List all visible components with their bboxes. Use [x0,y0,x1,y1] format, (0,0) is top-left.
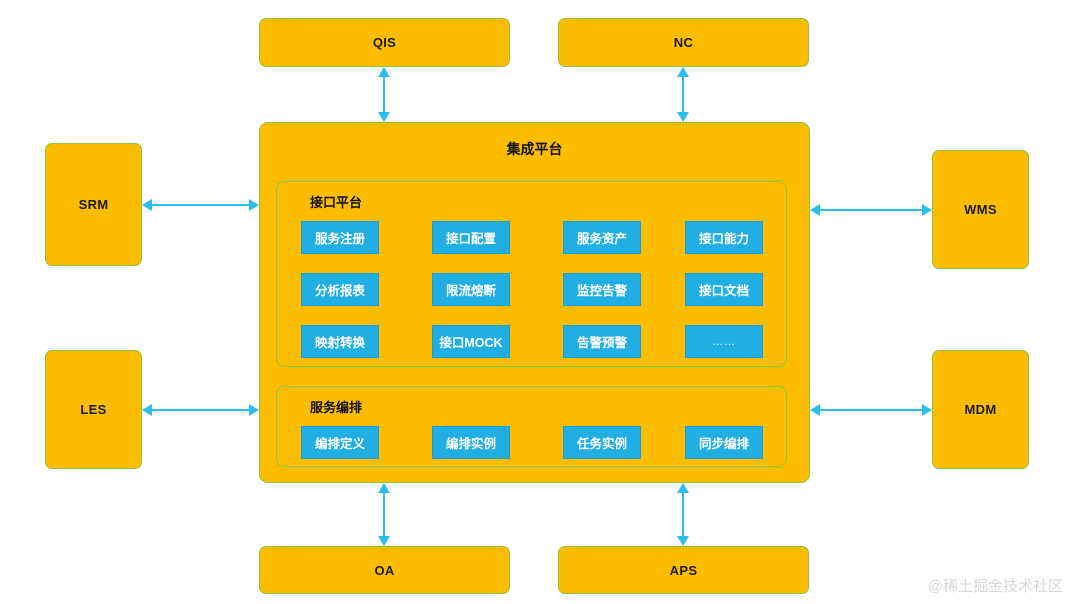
arrow-head-down [378,536,390,546]
system-box-aps[interactable]: APS [558,546,809,594]
arrow-line [818,409,924,411]
system-box-oa-label: OA [374,562,395,578]
arrow-platform-aps [673,483,693,546]
arrow-head-up [677,67,689,77]
arrow-line [818,209,924,211]
arrow-platform-mdm [810,400,932,420]
arrow-head-down [378,112,390,122]
arrow-les-platform [142,400,259,420]
capability-cell-analysis-report[interactable]: 分析报表 [301,273,379,306]
capability-cell-interface-doc[interactable]: 接口文档 [685,273,763,306]
integration-platform: 集成平台 接口平台 服务注册 接口配置 服务资产 接口能力 分析报表 限流熔断 … [259,122,810,483]
arrow-head-left [142,404,152,416]
system-box-qis[interactable]: QIS [259,18,510,67]
arrow-head-down [677,112,689,122]
arrow-head-left [810,204,820,216]
system-box-srm-label: SRM [78,197,109,212]
system-box-aps-label: APS [669,562,698,578]
capability-cell-more[interactable]: …… [685,325,763,358]
system-box-oa[interactable]: OA [259,546,510,594]
capability-cell-alarm-warning[interactable]: 告警预警 [563,325,641,358]
capability-cell-mapping-transform[interactable]: 映射转换 [301,325,379,358]
system-box-nc[interactable]: NC [558,18,809,67]
arrow-head-left [810,404,820,416]
arrow-head-left [142,199,152,211]
arrow-platform-oa [374,483,394,546]
arrow-line [383,75,385,114]
panel-interface-platform: 接口平台 服务注册 接口配置 服务资产 接口能力 分析报表 限流熔断 监控告警 … [276,181,787,367]
system-box-les-label: LES [80,402,107,417]
arrow-head-right [249,404,259,416]
system-box-srm[interactable]: SRM [45,143,142,266]
capability-cell-service-assets[interactable]: 服务资产 [563,221,641,254]
capability-cell-interface-mock[interactable]: 接口MOCK [432,325,510,358]
arrow-platform-wms [810,200,932,220]
arrow-line [383,491,385,538]
capability-cell-rate-limit-fuse[interactable]: 限流熔断 [432,273,510,306]
arrow-head-right [249,199,259,211]
panel-service-orchestration: 服务编排 编排定义 编排实例 任务实例 同步编排 [276,386,787,467]
arrow-nc-platform [673,67,693,122]
system-box-mdm-label: MDM [964,402,997,417]
watermark: @稀土掘金技术社区 [927,578,1063,595]
orchestration-cell-instance[interactable]: 编排实例 [432,426,510,459]
arrow-head-up [677,483,689,493]
arrow-line [150,204,251,206]
system-box-qis-label: QIS [372,35,397,50]
arrow-head-right [922,404,932,416]
system-box-wms[interactable]: WMS [932,150,1029,269]
capability-cell-interface-ability[interactable]: 接口能力 [685,221,763,254]
capability-cell-service-register[interactable]: 服务注册 [301,221,379,254]
system-box-wms-label: WMS [964,202,997,217]
capability-cell-interface-config[interactable]: 接口配置 [432,221,510,254]
orchestration-cell-task-instance[interactable]: 任务实例 [563,426,641,459]
panel-interface-platform-title: 接口平台 [310,195,363,210]
system-box-mdm[interactable]: MDM [932,350,1029,469]
capability-cell-monitor-alarm[interactable]: 监控告警 [563,273,641,306]
arrow-line [682,75,684,114]
arrow-qis-platform [374,67,394,122]
arrow-line [150,409,251,411]
arrow-head-up [378,67,390,77]
orchestration-cell-sync[interactable]: 同步编排 [685,426,763,459]
arrow-srm-platform [142,195,259,215]
arrow-line [682,491,684,538]
arrow-head-down [677,536,689,546]
system-box-les[interactable]: LES [45,350,142,469]
arrow-head-up [378,483,390,493]
panel-service-orchestration-title: 服务编排 [310,400,363,415]
system-box-nc-label: NC [673,35,694,50]
orchestration-cell-definition[interactable]: 编排定义 [301,426,379,459]
platform-title: 集成平台 [506,141,563,157]
arrow-head-right [922,204,932,216]
